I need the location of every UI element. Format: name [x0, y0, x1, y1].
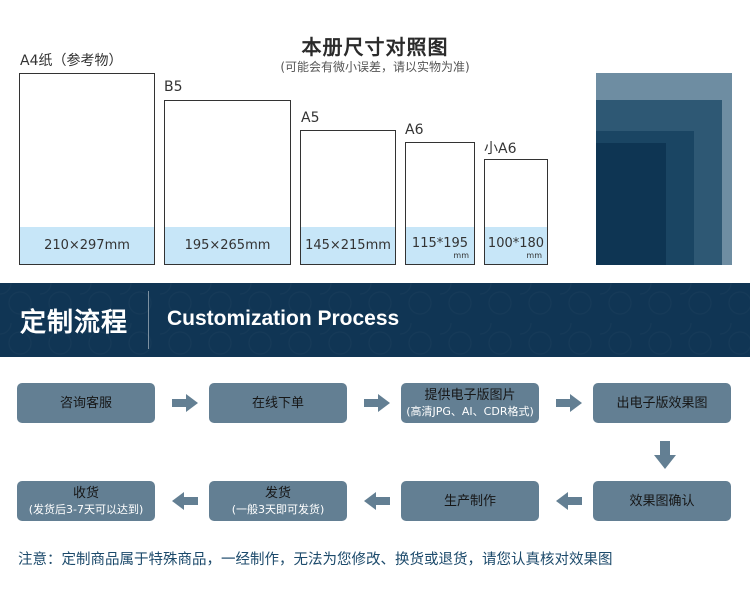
step-label: 发货 — [264, 486, 291, 501]
arrow-down-icon — [654, 441, 676, 469]
process-banner: 定制流程 Customization Process — [0, 283, 750, 357]
banner-divider — [148, 291, 149, 349]
size-dims-small-a6-unit: mm — [526, 250, 542, 260]
size-label-a5: A5 — [301, 110, 320, 126]
step-proof: 出电子版效果图 — [593, 383, 731, 423]
stack-layer-a6 — [596, 143, 666, 265]
banner-title-en: Customization Process — [167, 307, 400, 330]
step-confirm-proof: 效果图确认 — [593, 481, 731, 521]
size-label-a4: A4纸（参考物） — [20, 53, 123, 69]
arrow-right-icon — [172, 394, 198, 412]
size-box-a4: 210×297mm — [19, 73, 155, 265]
step-label: 生产制作 — [443, 493, 496, 509]
step-label: 提供电子版图片 — [424, 388, 516, 403]
step-label: 咨询客服 — [59, 395, 112, 411]
size-dims-a6-value: 115*195 — [411, 235, 469, 251]
size-box-a5: 145×215mm — [300, 130, 396, 265]
arrow-left-icon — [364, 492, 390, 510]
step-label: 效果图确认 — [629, 493, 695, 509]
size-dims-a4: 210×297mm — [20, 227, 154, 264]
arrow-right-icon — [556, 394, 582, 412]
size-box-small-a6: 100*180 mm — [484, 159, 548, 265]
step-label: 出电子版效果图 — [616, 395, 708, 411]
step-label: 在线下单 — [251, 395, 304, 411]
size-dims-a6-unit: mm — [453, 250, 469, 260]
step-consult: 咨询客服 — [17, 383, 155, 423]
notice-text: 注意：定制商品属于特殊商品，一经制作，无法为您修改、换货或退货，请您认真核对效果… — [18, 552, 613, 568]
step-receive: 收货 (发货后3-7天可以达到) — [17, 481, 155, 521]
size-label-a6: A6 — [405, 122, 424, 138]
step-label: 收货 — [72, 486, 99, 501]
size-box-a6: 115*195 mm — [405, 142, 475, 265]
arrow-left-icon — [172, 492, 198, 510]
size-dims-a5: 145×215mm — [301, 227, 395, 264]
step-order: 在线下单 — [209, 383, 347, 423]
step-sublabel: (高清JPG、AI、CDR格式) — [406, 405, 534, 418]
size-box-b5: 195×265mm — [164, 100, 291, 265]
step-ship: 发货 (一般3天即可发货) — [209, 481, 347, 521]
step-sublabel: (一般3天即可发货) — [231, 503, 325, 516]
step-sublabel: (发货后3-7天可以达到) — [28, 503, 144, 516]
page-title: 本册尺寸对照图 — [301, 35, 449, 59]
arrow-left-icon — [556, 492, 582, 510]
arrow-right-icon — [364, 394, 390, 412]
size-dims-b5: 195×265mm — [165, 227, 290, 264]
size-stack-illustration — [596, 73, 732, 265]
banner-title-cn: 定制流程 — [20, 308, 129, 338]
size-dims-small-a6: 100*180 mm — [485, 227, 547, 264]
size-label-b5: B5 — [164, 79, 183, 95]
size-label-small-a6: 小A6 — [484, 141, 517, 157]
step-provide-images: 提供电子版图片 (高清JPG、AI、CDR格式) — [401, 383, 539, 423]
size-dims-a6: 115*195 mm — [406, 227, 474, 264]
size-dims-small-a6-value: 100*180 — [487, 235, 545, 251]
page-subtitle: (可能会有微小误差，请以实物为准) — [280, 60, 470, 74]
step-production: 生产制作 — [401, 481, 539, 521]
